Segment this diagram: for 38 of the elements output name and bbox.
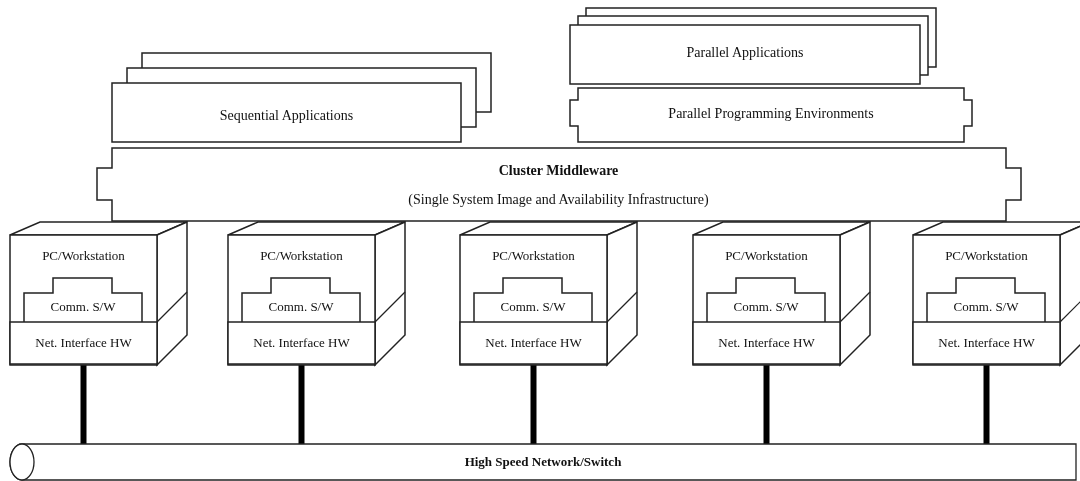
software-box [474, 278, 592, 322]
interface-box [228, 322, 375, 364]
box-label: Comm. S/W [952, 298, 1020, 315]
box-label: PC/Workstation [724, 247, 809, 264]
box-label: Comm. S/W [499, 298, 567, 315]
layer-box [570, 88, 972, 142]
box-label: Parallel Programming Environments [667, 105, 875, 122]
network-link [80, 364, 87, 444]
layer-title: Cluster Middleware [497, 162, 620, 179]
software-box [927, 278, 1045, 322]
network-link [763, 364, 770, 444]
network-link [983, 364, 990, 444]
box-label: PC/Workstation [491, 247, 576, 264]
interface-box [10, 322, 157, 364]
box-label: PC/Workstation [259, 247, 344, 264]
box-label: Parallel Applications [685, 44, 805, 61]
box-label: Net. Interface HW [717, 334, 816, 351]
interface-box [460, 322, 607, 364]
layer-subtitle: (Single System Image and Availability Infrastructure) [407, 191, 710, 208]
box-label: PC/Workstation [41, 247, 126, 264]
layer-title: High Speed Network/Switch [463, 453, 623, 470]
box-label: Net. Interface HW [252, 334, 351, 351]
box-label: PC/Workstation [944, 247, 1029, 264]
network-link [298, 364, 305, 444]
box-label: Net. Interface HW [484, 334, 583, 351]
network-pipe [10, 444, 1076, 480]
box-label: Comm. S/W [732, 298, 800, 315]
box-label: Comm. S/W [267, 298, 335, 315]
interface-box [693, 322, 840, 364]
software-box [707, 278, 825, 322]
software-box [242, 278, 360, 322]
box-label: Net. Interface HW [34, 334, 133, 351]
software-box [24, 278, 142, 322]
box-label: Net. Interface HW [937, 334, 1036, 351]
box-label: Comm. S/W [49, 298, 117, 315]
box-label: Sequential Applications [218, 107, 355, 124]
network-link [530, 364, 537, 444]
application-stack [570, 8, 936, 84]
